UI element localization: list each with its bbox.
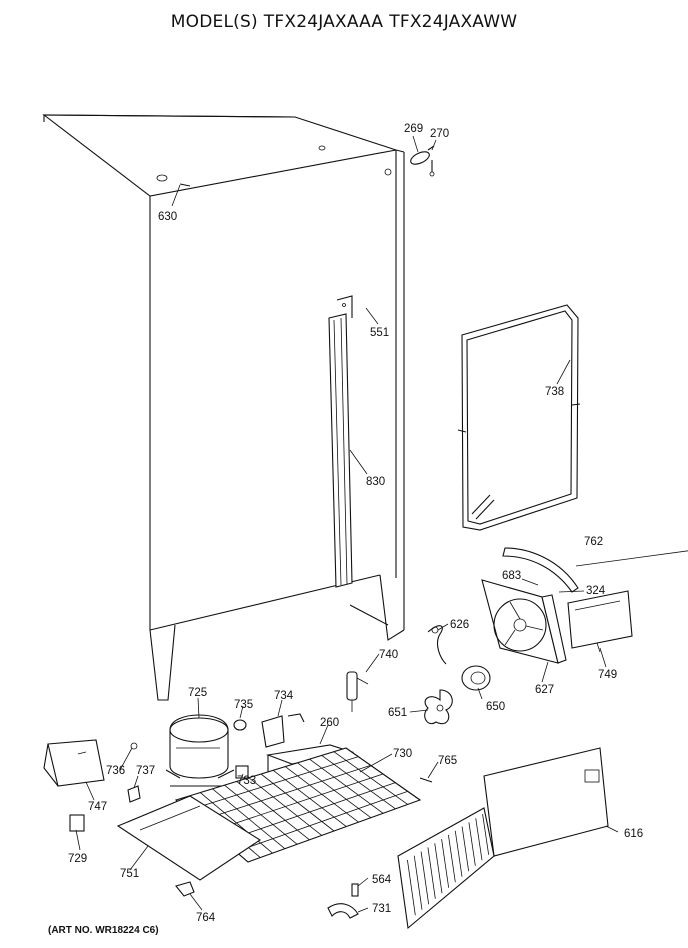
callout-683: 683 [502, 570, 521, 582]
overload-relay [261, 713, 305, 748]
fan-cover [567, 590, 633, 649]
callout-269: 269 [404, 123, 423, 135]
fan-bracket [481, 579, 567, 664]
callout-564: 564 [372, 874, 392, 886]
callout-650: 650 [486, 701, 505, 713]
callout-736: 736 [106, 765, 125, 777]
callout-747: 747 [88, 801, 107, 813]
screw-765 [419, 777, 433, 783]
callout-270: 270 [430, 128, 449, 140]
callout-616: 616 [624, 828, 643, 840]
callout-725: 725 [188, 687, 207, 699]
wire-harness [427, 625, 447, 665]
drain-tube [502, 547, 579, 593]
door-gasket [457, 304, 581, 531]
fan-motor [461, 665, 491, 691]
callout-labels: 269 270 630 551 738 830 762 683 324 626 … [68, 123, 643, 924]
callout-260: 260 [320, 717, 339, 729]
leader-lines [75, 135, 688, 913]
hinge-part [410, 145, 435, 177]
clip-part [130, 742, 138, 750]
callout-551: 551 [370, 327, 389, 339]
callout-651: 651 [388, 707, 407, 719]
mullion-strip [328, 295, 353, 588]
model-number-1: TFX24JAXAAA [263, 12, 384, 32]
callout-630: 630 [158, 211, 177, 223]
callout-730: 730 [393, 748, 412, 760]
callout-765: 765 [438, 755, 457, 767]
callout-324: 324 [586, 585, 606, 597]
cabinet-drawing [42, 114, 405, 701]
screw-564 [351, 883, 359, 897]
callout-762: 762 [584, 536, 603, 548]
callout-740: 740 [379, 649, 398, 661]
callout-737: 737 [136, 765, 155, 777]
callout-627: 627 [535, 684, 554, 696]
model-prefix: MODEL(S) [170, 12, 258, 32]
callout-729: 729 [68, 853, 87, 865]
callout-764: 764 [196, 912, 216, 924]
callout-731: 731 [372, 903, 391, 915]
grille-panel [397, 747, 609, 930]
callout-626: 626 [450, 619, 469, 631]
callout-734: 734 [274, 690, 294, 702]
mounting-bracket [43, 739, 105, 787]
defrost-thermostat [346, 671, 369, 712]
callout-751: 751 [120, 868, 139, 880]
bracket-731 [327, 903, 359, 919]
art-number: (ART NO. WR18224 C6) [48, 925, 159, 936]
callout-735: 735 [234, 699, 253, 711]
compressor [165, 714, 235, 787]
model-number-2: TFX24JAXAWW [389, 12, 518, 32]
grommet-part [233, 719, 247, 731]
grommet-737 [127, 785, 141, 803]
base-pan [116, 795, 262, 881]
callout-749: 749 [598, 669, 617, 681]
callout-830: 830 [366, 476, 385, 488]
capacitor-part [69, 814, 85, 832]
callout-738: 738 [545, 386, 564, 398]
relay-part [235, 765, 249, 779]
fan-blade [424, 689, 453, 725]
clip-764 [175, 881, 195, 897]
callout-733: 733 [237, 775, 256, 787]
